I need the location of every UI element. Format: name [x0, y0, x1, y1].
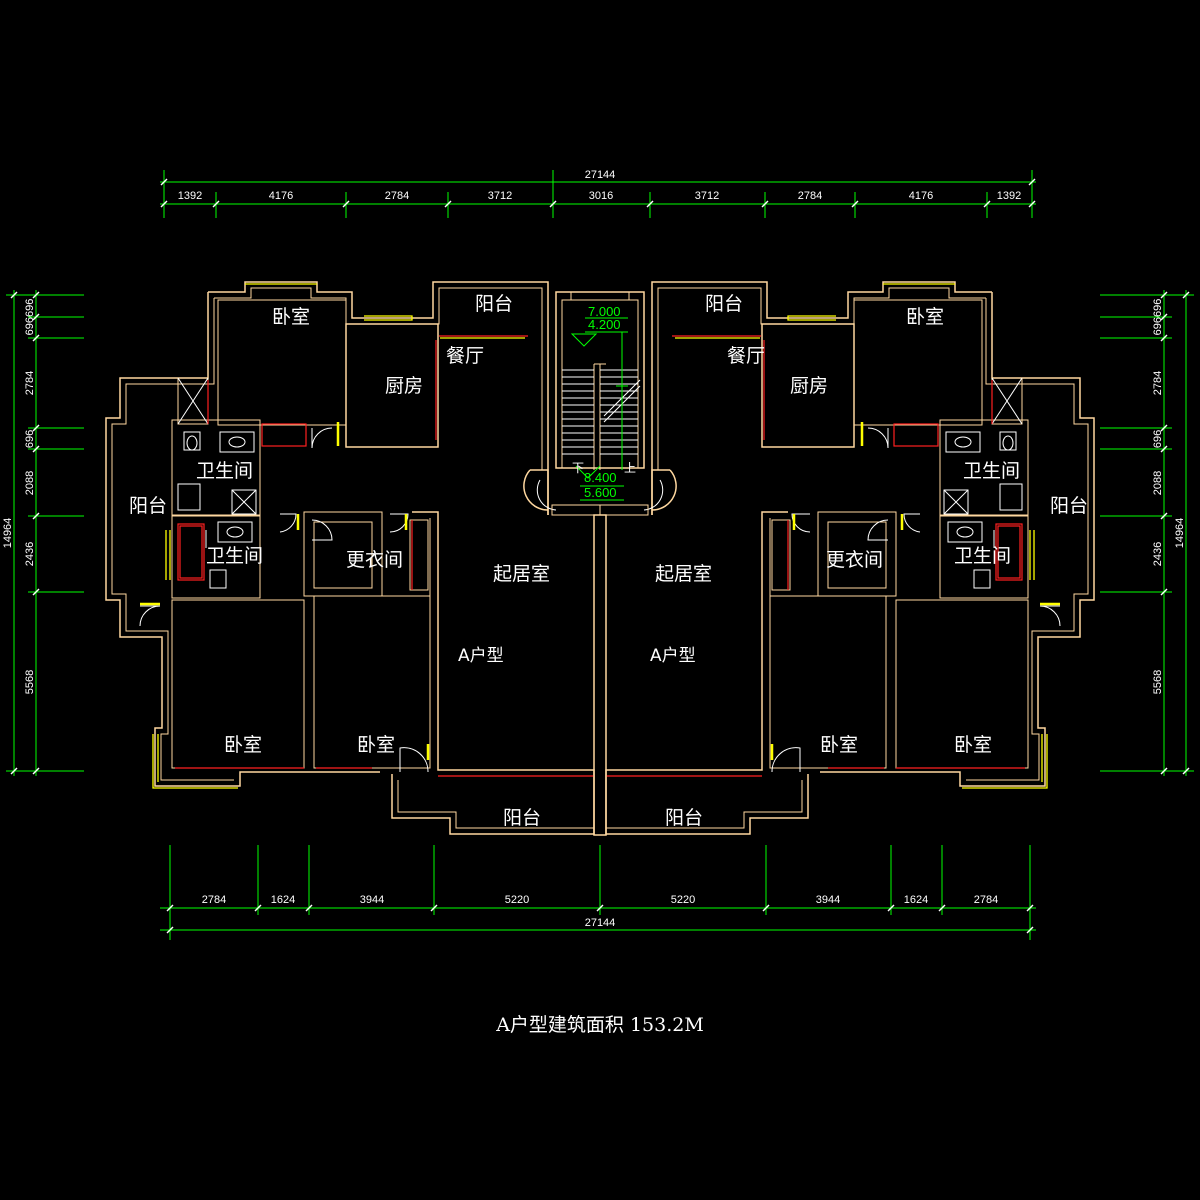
room-label-bathroom: 卫生间: [954, 545, 1011, 567]
room-label-bedroom: 卧室: [357, 734, 395, 756]
room-label-closet: 更衣间: [346, 549, 403, 571]
staircase: 7.000 4.200 8.400 5.600 下 上: [523, 291, 677, 516]
top-seg-label: 3712: [488, 190, 512, 202]
room-label-living: 起居室: [655, 563, 712, 585]
room-label-balcony: 阳台: [705, 293, 743, 315]
unit-left-walls: [105, 281, 595, 835]
room-label-bathroom: 卫生间: [206, 545, 263, 567]
room-labels: 卧室 卧室 阳台 阳台 餐厅 餐厅 厨房 厨房 卫生间 卫生间 阳台 阳台 卫生…: [129, 293, 1088, 829]
right-dimensions: 14964 696696 2784 696 2088 2436 5568: [1100, 290, 1194, 776]
left-seg-label: 2784: [24, 371, 36, 395]
right-total-label: 14964: [1174, 518, 1186, 549]
room-label-balcony: 阳台: [665, 807, 703, 829]
room-label-bedroom: 卧室: [820, 734, 858, 756]
top-seg-label: 1392: [997, 190, 1021, 202]
room-label-bedroom: 卧室: [272, 306, 310, 328]
top-dimensions: 27144 1392 4176 2784 3712 3016 3712 2784…: [160, 169, 1036, 218]
bottom-seg-label: 2784: [974, 894, 998, 906]
room-label-kitchen: 厨房: [790, 375, 828, 397]
unit-type-label: A户型: [458, 646, 504, 666]
stair-level-bottom-1: 8.400: [584, 470, 617, 485]
unit-type-label: A户型: [650, 646, 696, 666]
room-label-bathroom: 卫生间: [196, 460, 253, 482]
bottom-seg-label: 1624: [271, 894, 295, 906]
bottom-seg-label: 1624: [904, 894, 928, 906]
left-seg-label: 696: [24, 430, 36, 448]
top-seg-label: 4176: [269, 190, 293, 202]
room-label-closet: 更衣间: [826, 549, 883, 571]
room-label-bedroom: 卧室: [224, 734, 262, 756]
left-dimensions: 14964 696696 2784 696 2088 2436 5568: [2, 290, 84, 776]
bottom-seg-label: 3944: [816, 894, 840, 906]
room-label-dining: 餐厅: [446, 345, 484, 367]
room-label-balcony: 阳台: [503, 807, 541, 829]
room-label-bedroom: 卧室: [954, 734, 992, 756]
room-label-bedroom: 卧室: [906, 306, 944, 328]
stair-level-bottom-2: 5.600: [584, 485, 617, 500]
stair-up-label: 上: [624, 461, 636, 475]
room-label-kitchen: 厨房: [385, 375, 423, 397]
left-seg-label: 2436: [24, 542, 36, 566]
left-seg-label: 696696: [24, 299, 36, 336]
left-seg-label: 5568: [24, 670, 36, 694]
bottom-seg-label: 5220: [671, 894, 695, 906]
center-wall: [593, 505, 607, 836]
room-label-living: 起居室: [493, 563, 550, 585]
right-seg-label: 2088: [1152, 471, 1164, 495]
top-seg-label: 3016: [589, 190, 613, 202]
bottom-seg-label: 2784: [202, 894, 226, 906]
top-seg-label: 3712: [695, 190, 719, 202]
stair-level-top-2: 4.200: [588, 317, 621, 332]
right-seg-label: 2784: [1152, 371, 1164, 395]
stair-level-top-1: 7.000: [588, 304, 621, 319]
bottom-seg-label: 5220: [505, 894, 529, 906]
left-seg-label: 2088: [24, 471, 36, 495]
top-seg-label: 2784: [385, 190, 409, 202]
room-label-balcony: 阳台: [129, 495, 167, 517]
stair-down-label: 下: [572, 461, 584, 475]
room-label-balcony: 阳台: [475, 293, 513, 315]
bottom-seg-label: 3944: [360, 894, 384, 906]
right-seg-label: 5568: [1152, 670, 1164, 694]
room-label-bathroom: 卫生间: [963, 460, 1020, 482]
room-label-dining: 餐厅: [727, 345, 765, 367]
top-seg-label: 4176: [909, 190, 933, 202]
right-seg-label: 2436: [1152, 542, 1164, 566]
right-seg-label: 696696: [1152, 299, 1164, 336]
area-caption: A户型建筑面积 153.2M: [496, 1014, 704, 1036]
bottom-dimensions: 2784 1624 3944 5220 5220 3944 1624 2784 …: [160, 845, 1036, 940]
left-total-label: 14964: [2, 518, 14, 549]
top-total-label: 27144: [585, 169, 616, 181]
top-seg-label: 1392: [178, 190, 202, 202]
right-seg-label: 696: [1152, 430, 1164, 448]
room-label-balcony: 阳台: [1050, 495, 1088, 517]
top-seg-label: 2784: [798, 190, 822, 202]
bottom-total-label: 27144: [585, 917, 616, 929]
